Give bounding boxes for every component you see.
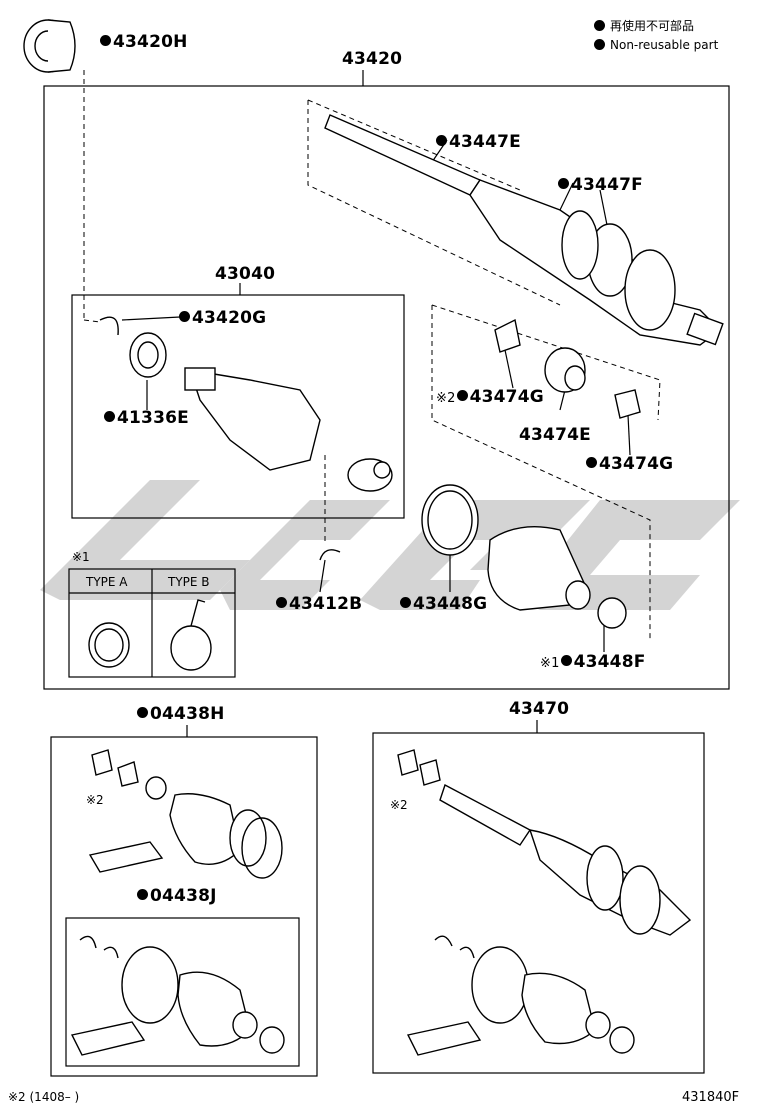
- type-box-title: ※1: [72, 550, 90, 564]
- label-43420H[interactable]: 43420H: [100, 32, 188, 52]
- label-43420[interactable]: 43420: [342, 49, 403, 69]
- legend-jp: 再使用不可部品: [594, 17, 694, 34]
- type-a-label: TYPE A: [86, 575, 128, 589]
- non-reusable-dot-icon: [436, 135, 447, 146]
- label-41336E[interactable]: 41336E: [104, 408, 189, 428]
- label-43470[interactable]: 43470: [509, 699, 570, 719]
- diagram-id: 431840F: [682, 1090, 740, 1105]
- label-04438H[interactable]: 04438H: [137, 704, 225, 724]
- label-43040[interactable]: 43040: [215, 264, 276, 284]
- non-reusable-dot-icon: [594, 39, 605, 50]
- label-43447E[interactable]: 43447E: [436, 132, 521, 152]
- non-reusable-dot-icon: [456, 390, 468, 401]
- label-43448G[interactable]: 43448G: [400, 594, 487, 614]
- note2-mark-04438H: ※2: [86, 793, 104, 807]
- main-frame: [43, 85, 730, 690]
- non-reusable-dot-icon: [137, 889, 148, 900]
- non-reusable-dot-icon: [104, 411, 115, 422]
- frame-43470: [372, 732, 705, 1074]
- non-reusable-dot-icon: [179, 311, 190, 322]
- legend-en: Non-reusable part: [594, 38, 718, 52]
- non-reusable-dot-icon: [276, 597, 287, 608]
- label-43474G-b[interactable]: 43474G: [586, 454, 673, 474]
- frame-04438J: [65, 917, 300, 1067]
- type-b-label: TYPE B: [168, 575, 210, 589]
- label-43474E[interactable]: 43474E: [519, 425, 591, 445]
- frame-43040: [71, 294, 405, 519]
- note2-mark-43470: ※2: [390, 798, 408, 812]
- watermark-logo: [40, 480, 740, 610]
- frame-04438H: [50, 736, 318, 1077]
- non-reusable-dot-icon: [558, 178, 569, 189]
- label-43420G[interactable]: 43420G: [179, 308, 266, 328]
- non-reusable-dot-icon: [400, 597, 411, 608]
- label-04438J[interactable]: 04438J: [137, 886, 217, 906]
- label-43447F[interactable]: 43447F: [558, 175, 643, 195]
- non-reusable-dot-icon: [594, 20, 605, 31]
- label-43412B[interactable]: 43412B: [276, 594, 362, 614]
- footer-note: ※2 (1408– ): [8, 1090, 80, 1104]
- non-reusable-dot-icon: [137, 707, 148, 718]
- non-reusable-dot-icon: [560, 655, 572, 666]
- non-reusable-dot-icon: [100, 35, 111, 46]
- non-reusable-dot-icon: [586, 457, 597, 468]
